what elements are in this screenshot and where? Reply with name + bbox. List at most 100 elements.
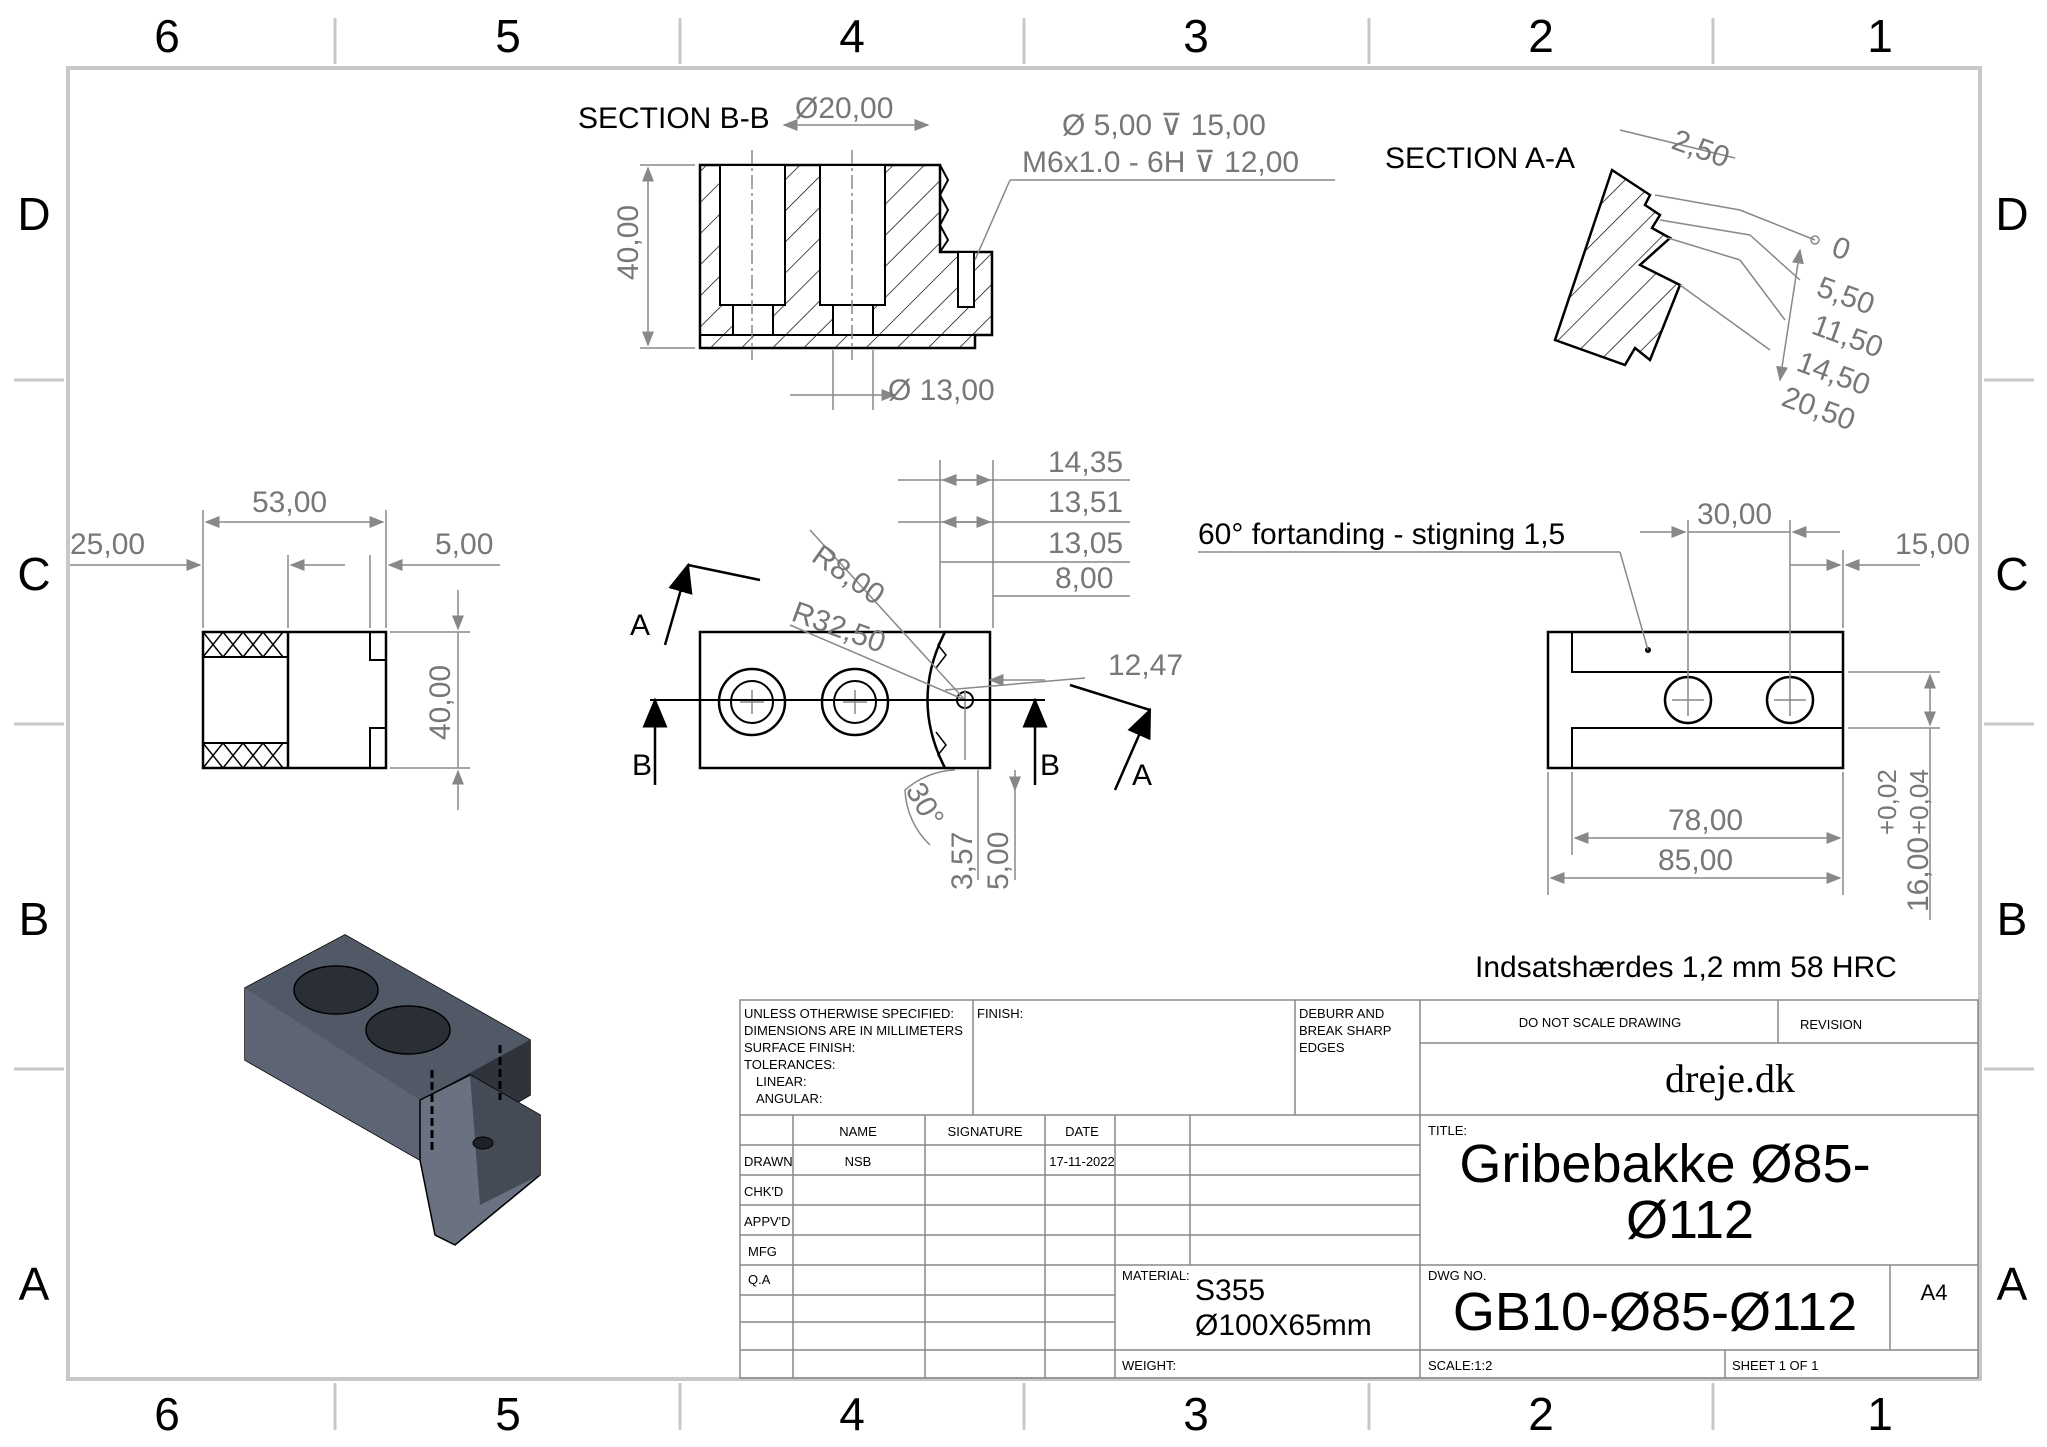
section-aa-dim-0: 0: [1828, 231, 1855, 268]
front-view-section-a-right: A: [1132, 759, 1152, 792]
front-view-dim-right-1: 13,51: [1048, 486, 1123, 519]
sheet-label: SHEET 1 OF 1: [1732, 1358, 1818, 1373]
right-view-serration-note: 60° fortanding - stigning 1,5: [1198, 518, 1565, 551]
drawing-title-line-1: Gribebakke Ø85-: [1459, 1134, 1870, 1194]
section-bb-title: SECTION B-B: [578, 102, 770, 135]
drawing-frame: [14, 18, 2034, 1430]
zone-col-bottom-4: 4: [839, 1388, 865, 1440]
zone-col-bottom-2: 2: [1528, 1388, 1554, 1440]
front-hole-2-inner: [833, 680, 877, 724]
front-view-section-b-right: B: [1040, 749, 1060, 782]
finish-label: FINISH:: [977, 1006, 1023, 1021]
zone-col-top-3: 3: [1183, 10, 1209, 62]
isometric-view: [244, 934, 541, 1246]
front-view-section-a-left: A: [630, 609, 650, 642]
zone-row-right-a: A: [1997, 1258, 2028, 1310]
front-view-dim-bottom-1: 3,57: [946, 832, 979, 890]
row-label-drawn: DRAWN: [744, 1154, 793, 1169]
spec-line-3: TOLERANCES:: [744, 1057, 836, 1072]
revision-label: REVISION: [1800, 1017, 1862, 1032]
drawing-number: GB10-Ø85-Ø112: [1453, 1282, 1857, 1342]
zone-col-top-5: 5: [495, 10, 521, 62]
drawing-title-line-2: Ø112: [1626, 1190, 1754, 1250]
front-view-dim-right-0: 14,35: [1048, 446, 1123, 479]
right-view-dim-inner: 78,00: [1668, 804, 1743, 837]
front-view-dim-bottom-2: 5,00: [982, 832, 1015, 890]
row-label-chkd: CHK'D: [744, 1184, 783, 1199]
front-hole-2-outer: [820, 667, 890, 737]
front-hole-1-inner: [730, 680, 774, 724]
zone-col-bottom-6: 6: [154, 1388, 180, 1440]
scale-label: SCALE:1:2: [1428, 1358, 1492, 1373]
front-hole-1-outer: [717, 667, 787, 737]
section-aa-pitch: 2,50: [1668, 124, 1734, 175]
right-view: 60° fortanding - stigning 1,5 30,00 15,0…: [1198, 498, 1970, 920]
right-view-tol-upper: +0,04: [1904, 769, 1934, 835]
section-bb-dia-top: Ø20,00: [795, 92, 893, 125]
right-view-dim-slot: 16,00: [1902, 837, 1935, 912]
zone-col-bottom-3: 3: [1183, 1388, 1209, 1440]
right-view-dim-edge: 15,00: [1895, 528, 1970, 561]
title-label: TITLE:: [1428, 1123, 1467, 1138]
left-view-dim-offset: 25,00: [70, 528, 145, 561]
col-header-name: NAME: [839, 1124, 877, 1139]
front-view-dim-hole-offset: 12,47: [1108, 649, 1183, 682]
zone-row-left-c: C: [17, 548, 50, 600]
zone-row-left-b: B: [19, 893, 50, 945]
deburr-line-2: EDGES: [1299, 1040, 1345, 1055]
front-view-section-b-left: B: [632, 749, 652, 782]
front-view-dim-right-2: 13,05: [1048, 527, 1123, 560]
hardening-note: Indsatshærdes 1,2 mm 58 HRC: [1475, 951, 1897, 984]
weight-label: WEIGHT:: [1122, 1358, 1176, 1373]
spec-line-0: UNLESS OTHERWISE SPECIFIED:: [744, 1006, 954, 1021]
right-view-dim-spacing: 30,00: [1697, 498, 1772, 531]
row-label-mfg: MFG: [748, 1244, 777, 1259]
section-aa-title: SECTION A-A: [1385, 142, 1575, 175]
left-view-dim-width: 53,00: [252, 486, 327, 519]
drawn-date: 17-11-2022: [1049, 1154, 1115, 1169]
material-value-2: Ø100X65mm: [1195, 1309, 1372, 1342]
spec-line-1: DIMENSIONS ARE IN MILLIMETERS: [744, 1023, 963, 1038]
zone-col-top-1: 1: [1867, 10, 1893, 62]
spec-line-4: LINEAR:: [756, 1074, 807, 1089]
front-view: 14,35 13,51 13,05 8,00 R8,00 R32,50 12,4…: [630, 446, 1183, 890]
left-end-view: 25,00 53,00 5,00 40,00: [70, 486, 500, 810]
spec-line-2: SURFACE FINISH:: [744, 1040, 855, 1055]
zone-col-top-4: 4: [839, 10, 865, 62]
col-header-date: DATE: [1065, 1124, 1099, 1139]
do-not-scale: DO NOT SCALE DRAWING: [1519, 1015, 1682, 1030]
spec-line-5: ANGULAR:: [756, 1091, 822, 1106]
zone-row-left-a: A: [19, 1258, 50, 1310]
front-view-dim-right-3: 8,00: [1055, 562, 1113, 595]
company-name: dreje.dk: [1665, 1056, 1795, 1101]
row-label-appvd: APPV'D: [744, 1214, 791, 1229]
title-block: [739, 999, 1979, 1379]
drawn-name: NSB: [845, 1154, 872, 1169]
zone-col-bottom-1: 1: [1867, 1388, 1893, 1440]
section-bb-hole-note-2: M6x1.0 - 6H ⊽ 12,00: [1022, 146, 1299, 179]
row-label-qa: Q.A: [748, 1272, 771, 1287]
zone-row-right-b: B: [1997, 893, 2028, 945]
section-bb-dia-bottom: Ø 13,00: [888, 374, 995, 407]
zone-col-bottom-5: 5: [495, 1388, 521, 1440]
section-bb-hole-note-1: Ø 5,00 ⊽ 15,00: [1062, 109, 1266, 142]
right-view-tol-lower: +0,02: [1872, 769, 1902, 835]
zone-col-top-6: 6: [154, 10, 180, 62]
paper-size: A4: [1921, 1280, 1948, 1305]
zone-row-right-c: C: [1995, 548, 2028, 600]
col-header-signature: SIGNATURE: [948, 1124, 1023, 1139]
front-view-angle: 30°: [899, 777, 950, 833]
zone-row-right-d: D: [1995, 188, 2028, 240]
zone-col-top-2: 2: [1528, 10, 1554, 62]
front-view-radius-small: R8,00: [806, 539, 891, 612]
material-label: MATERIAL:: [1122, 1268, 1190, 1283]
section-aa-view: SECTION A-A 2,50 0 5,50 11,50 14,50 20,5…: [1385, 124, 1887, 438]
left-view-dim-step: 5,00: [435, 528, 493, 561]
left-view-dim-height: 40,00: [424, 665, 457, 740]
section-bb-view: SECTION B-B Ø20,00 Ø 5,00 ⊽ 15,00 M6x1.0…: [578, 92, 1335, 410]
deburr-line-1: BREAK SHARP: [1299, 1023, 1391, 1038]
deburr-line-0: DEBURR AND: [1299, 1006, 1384, 1021]
right-view-dim-overall: 85,00: [1658, 844, 1733, 877]
material-value-1: S355: [1195, 1274, 1265, 1307]
